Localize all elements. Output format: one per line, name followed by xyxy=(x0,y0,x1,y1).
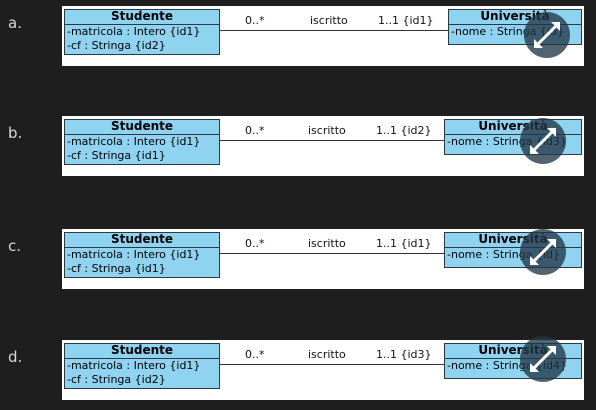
expand-image-button[interactable] xyxy=(520,118,566,164)
expand-image-button[interactable] xyxy=(520,336,566,382)
expand-arrows-icon xyxy=(530,346,556,372)
association-name: iscritto xyxy=(310,14,348,27)
association-name: iscritto xyxy=(308,124,346,137)
multiplicity-left: 0..* xyxy=(245,348,265,361)
multiplicity-right: 1..1 {id1} xyxy=(378,14,434,27)
option-letter: b. xyxy=(8,124,23,142)
studente-class: Studente -matricola : Intero {id1} -cf :… xyxy=(64,343,220,389)
class-name: Studente xyxy=(65,10,219,25)
multiplicity-left: 0..* xyxy=(245,124,265,137)
class-name: Studente xyxy=(65,233,219,248)
class-attribute: -cf : Stringa {id1} xyxy=(67,149,166,162)
multiplicity-right: 1..1 {id2} xyxy=(376,124,432,137)
answer-option-c[interactable]: c. Studente -matricola : Intero {id1} -c… xyxy=(0,229,596,299)
multiplicity-right: 1..1 {id3} xyxy=(376,348,432,361)
association-line xyxy=(220,140,444,141)
multiplicity-right: 1..1 {id1} xyxy=(376,237,432,250)
uml-diagram: Studente -matricola : Intero {id1} -cf :… xyxy=(62,229,584,289)
studente-class: Studente -matricola : Intero {id1} -cf :… xyxy=(64,9,220,55)
class-attribute: -cf : Stringa {id2} xyxy=(67,39,166,52)
association-line xyxy=(220,253,444,254)
class-attribute: -matricola : Intero {id1} xyxy=(67,25,201,38)
answer-option-b[interactable]: b. Studente -matricola : Intero {id1} -c… xyxy=(0,116,596,186)
expand-image-button[interactable] xyxy=(520,229,566,275)
class-name: Studente xyxy=(65,120,219,135)
uml-diagram: Studente -matricola : Intero {id1} -cf :… xyxy=(62,116,584,176)
option-letter: d. xyxy=(8,348,23,366)
multiplicity-left: 0..* xyxy=(245,237,265,250)
association-line xyxy=(220,364,444,365)
class-name: Studente xyxy=(65,344,219,359)
expand-arrows-icon xyxy=(530,239,556,265)
class-attribute: -cf : Stringa {id1} xyxy=(67,262,166,275)
expand-image-button[interactable] xyxy=(524,12,570,58)
association-name: iscritto xyxy=(308,348,346,361)
answer-option-d[interactable]: d. Studente -matricola : Intero {id1} -c… xyxy=(0,336,596,410)
option-letter: a. xyxy=(8,14,22,32)
association-name: iscritto xyxy=(308,237,346,250)
expand-arrows-icon xyxy=(534,22,560,48)
class-attribute: -matricola : Intero {id1} xyxy=(67,248,201,261)
association-line xyxy=(220,30,448,31)
expand-arrows-icon xyxy=(530,128,556,154)
studente-class: Studente -matricola : Intero {id1} -cf :… xyxy=(64,232,220,278)
class-attribute: -matricola : Intero {id1} xyxy=(67,135,201,148)
option-letter: c. xyxy=(8,237,22,255)
uml-diagram: Studente -matricola : Intero {id1} -cf :… xyxy=(62,340,584,400)
multiplicity-left: 0..* xyxy=(245,14,265,27)
answer-option-a[interactable]: a. Studente -matricola : Intero {id1} -c… xyxy=(0,6,596,76)
class-attribute: -matricola : Intero {id1} xyxy=(67,359,201,372)
uml-diagram: Studente -matricola : Intero {id1} -cf :… xyxy=(62,6,584,66)
class-attribute: -cf : Stringa {id2} xyxy=(67,373,166,386)
studente-class: Studente -matricola : Intero {id1} -cf :… xyxy=(64,119,220,165)
